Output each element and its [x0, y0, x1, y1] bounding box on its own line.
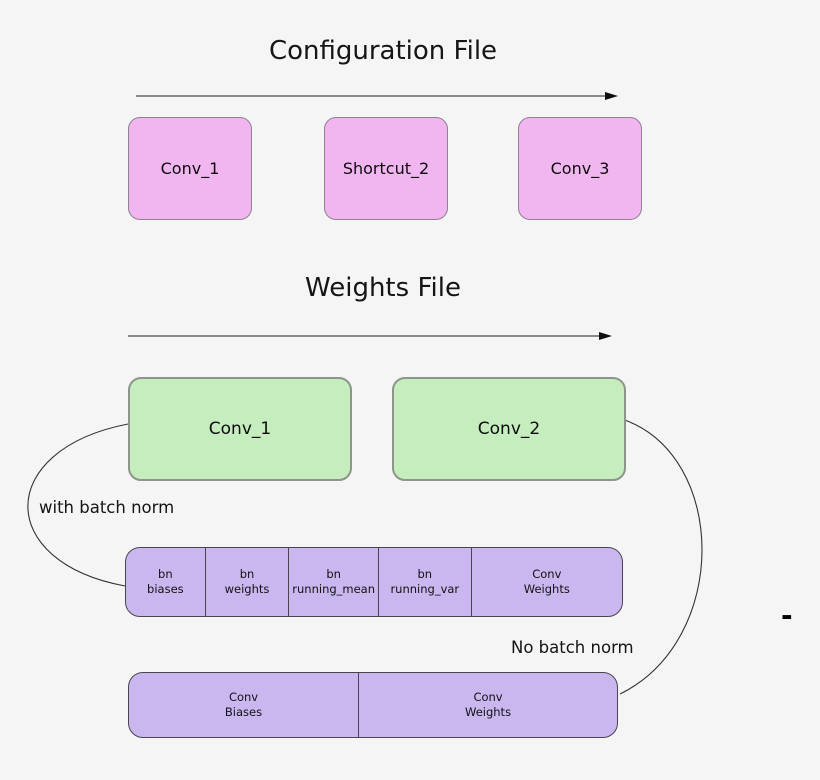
config-box-conv-1-label: Conv_1	[160, 159, 220, 178]
conv-weights-line1: Conv	[473, 690, 503, 704]
bn-running-var-line1: bn	[417, 567, 433, 581]
conv-biases-cell: Conv Biases	[129, 673, 358, 737]
bn-conv-weights-cell: Conv Weights	[470, 548, 622, 616]
dash-mark: -	[781, 599, 793, 632]
conv2-nobatchnorm-curve	[619, 418, 703, 695]
no-batchnorm-weights-bar: Conv Biases Conv Weights	[128, 672, 618, 738]
bn-conv-weights-line2: Weights	[523, 582, 570, 596]
bn-weights-line2: weights	[224, 582, 270, 596]
bn-biases-line1: bn	[158, 567, 173, 581]
config-file-title: Configuration File	[268, 36, 498, 66]
weights-box-conv-2: Conv_2	[392, 377, 626, 481]
config-box-shortcut-2-label: Shortcut_2	[342, 159, 430, 178]
bn-weights-cell: bn weights	[204, 548, 289, 616]
config-box-conv-1: Conv_1	[128, 117, 252, 220]
config-flow-arrowhead-icon	[605, 92, 618, 100]
conv-weights-cell: Conv Weights	[358, 673, 617, 737]
config-box-conv-3: Conv_3	[518, 117, 642, 220]
bn-biases-cell: bn biases	[126, 548, 205, 616]
batchnorm-weights-bar: bn biases bn weights bn running_mean bn …	[125, 547, 623, 617]
weights-box-conv-1: Conv_1	[128, 377, 352, 481]
conv1-batchnorm-curve	[27, 423, 129, 587]
bn-running-var-cell: bn running_var	[377, 548, 471, 616]
bn-conv-weights-line1: Conv	[532, 567, 562, 581]
bn-biases-line2: biases	[147, 582, 184, 596]
weights-box-conv-1-label: Conv_1	[208, 419, 272, 439]
conv-biases-line2: Biases	[224, 705, 263, 719]
weights-flow-arrowhead-icon	[599, 332, 612, 340]
no-batch-norm-label: No batch norm	[511, 638, 634, 657]
config-box-conv-3-label: Conv_3	[550, 159, 610, 178]
bn-running-var-line2: running_var	[390, 582, 460, 596]
bn-running-mean-line1: bn	[326, 567, 341, 581]
conv-weights-line2: Weights	[465, 705, 512, 719]
config-box-shortcut-2: Shortcut_2	[324, 117, 448, 220]
bn-weights-line1: bn	[239, 567, 255, 581]
with-batch-norm-label: with batch norm	[39, 498, 175, 517]
weights-box-conv-2-label: Conv_2	[477, 419, 541, 439]
bn-running-mean-line2: running_mean	[292, 582, 376, 596]
weights-file-title: Weights File	[305, 273, 461, 303]
conv-biases-line1: Conv	[228, 690, 259, 704]
bn-running-mean-cell: bn running_mean	[288, 548, 378, 616]
